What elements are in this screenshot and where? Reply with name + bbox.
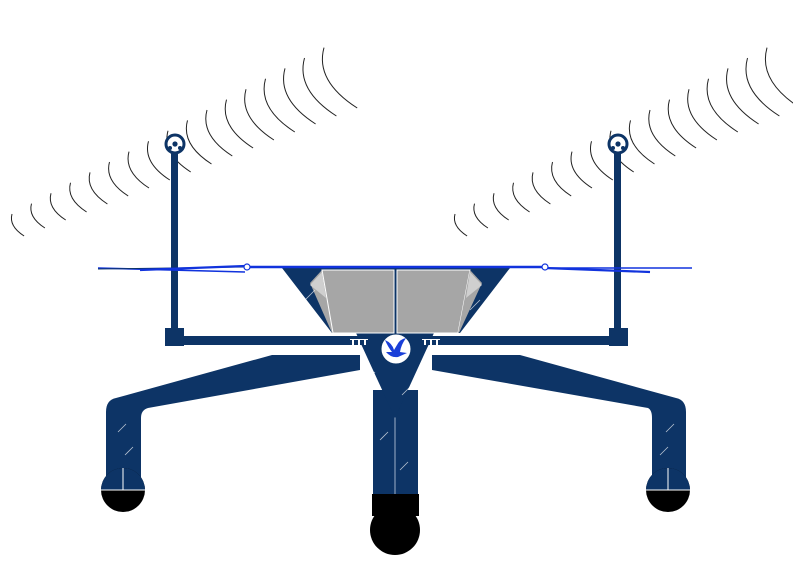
left-wave-arc — [205, 109, 233, 157]
suspension-wire — [97, 263, 692, 274]
left-wave-arc — [321, 47, 358, 109]
left-mast-pole — [171, 150, 178, 332]
left-wave-arc — [147, 141, 171, 181]
left-wave-arc — [108, 161, 129, 197]
right-wave-arc — [745, 57, 780, 117]
left-wheel — [101, 468, 145, 512]
left-inner-panel — [321, 269, 395, 334]
left-wave-arc — [88, 172, 108, 205]
right-wave-arc — [453, 213, 468, 237]
right-wave-arc — [667, 99, 697, 149]
left-wave-arc — [302, 57, 337, 117]
right-wave-arc — [551, 161, 572, 197]
right-wave-arc — [726, 68, 759, 125]
left-wave-arc — [69, 182, 87, 213]
right-wave-arc — [706, 78, 739, 133]
right-vents — [422, 339, 440, 345]
right-wave-arc — [648, 109, 676, 157]
left-leg — [106, 355, 360, 478]
right-wave-arc — [512, 182, 530, 213]
right-wave-arc — [590, 141, 614, 181]
central-body — [282, 268, 510, 418]
left-wave-arc — [127, 151, 150, 189]
left-wave-arc — [10, 213, 25, 237]
center-wheel — [370, 494, 420, 555]
right-antenna-mast — [607, 133, 629, 346]
left-wave-arc — [224, 99, 254, 149]
left-antenna-ring-icon — [164, 133, 186, 155]
right-wave-arc — [473, 203, 489, 229]
left-vents — [350, 339, 368, 345]
left-wave-arc — [244, 89, 275, 141]
right-wave-arc — [492, 193, 509, 221]
left-wave-arc — [263, 78, 296, 133]
right-wave-arc — [764, 47, 793, 104]
left-antenna-mast — [164, 133, 186, 346]
bird-icon — [380, 333, 412, 365]
left-wave-arc — [49, 193, 66, 221]
right-wave-arc — [628, 120, 655, 165]
right-wave-arc — [531, 172, 551, 205]
right-antenna-ring-icon — [607, 133, 629, 155]
right-inner-panel — [396, 269, 471, 334]
right-mast-pole — [614, 150, 621, 332]
left-wave-arc — [30, 203, 46, 229]
signal-waves — [10, 47, 793, 237]
right-wave-arc — [570, 151, 593, 189]
left-wave-arc — [283, 68, 316, 125]
right-wheel — [646, 468, 690, 512]
right-leg — [432, 355, 686, 478]
left-wave-arc — [185, 120, 212, 165]
right-wave-arc — [687, 89, 718, 141]
